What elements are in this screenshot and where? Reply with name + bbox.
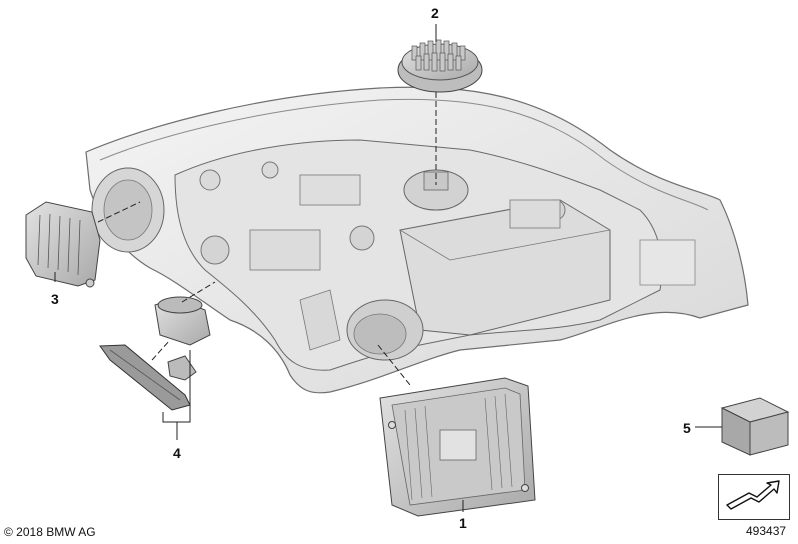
- diagram-number: 493437: [746, 524, 787, 538]
- assembly-lines: [97, 92, 437, 386]
- callout-part-5: 5: [683, 420, 691, 436]
- callout-leaders: [54, 24, 722, 512]
- part-3-control-unit: [25, 201, 101, 288]
- callout-part-4: 4: [173, 445, 181, 461]
- callout-part-1: 1: [459, 515, 467, 531]
- callout-part-3: 3: [51, 291, 59, 307]
- navigation-jump-button[interactable]: [718, 474, 790, 520]
- part-1-led-driver: [379, 377, 536, 517]
- arrow-jump-icon: [726, 480, 780, 510]
- headlight-housing: [85, 86, 749, 394]
- part-5-small-parts-kit: [720, 397, 790, 456]
- copyright-text: © 2018 BMW AG: [4, 525, 96, 539]
- part-2-led-module: [397, 39, 483, 93]
- callout-part-2: 2: [431, 5, 439, 21]
- part-4-socket-set: [99, 296, 211, 411]
